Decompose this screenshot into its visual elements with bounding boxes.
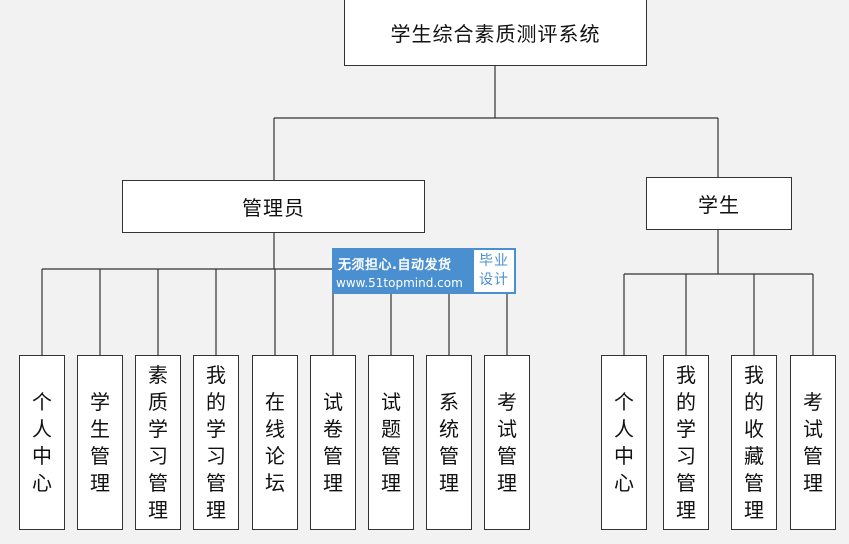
watermark-line2: www.51topmind.com: [336, 276, 463, 290]
role-admin-node: 管理员: [122, 180, 425, 233]
watermark-banner: 无须担心.自动发货 www.51topmind.com 毕业设计: [332, 248, 516, 294]
student-item-personal-center: 个人中心: [601, 355, 647, 530]
admin-item-system-management: 系统管理: [426, 355, 472, 530]
admin-item-exam-paper-management: 试卷管理: [310, 355, 356, 530]
admin-item-my-study-management: 我的学习管理: [193, 355, 239, 530]
role-student-node: 学生: [646, 177, 792, 230]
student-item-my-study-management: 我的学习管理: [663, 355, 709, 530]
watermark-line1: 无须担心.自动发货: [338, 258, 452, 273]
root-node: 学生综合素质测评系统: [344, 0, 647, 66]
admin-item-question-management: 试题管理: [368, 355, 414, 530]
admin-item-online-forum: 在线论坛: [252, 355, 298, 530]
admin-item-personal-center: 个人中心: [19, 355, 65, 530]
admin-item-student-management: 学生管理: [77, 355, 123, 530]
admin-item-quality-study-management: 素质学习管理: [135, 355, 181, 530]
admin-item-exam-management: 考试管理: [484, 355, 530, 530]
student-item-my-favorites-management: 我的收藏管理: [731, 355, 777, 530]
watermark-badge: 毕业设计: [474, 250, 514, 292]
student-item-exam-management: 考试管理: [790, 355, 836, 530]
